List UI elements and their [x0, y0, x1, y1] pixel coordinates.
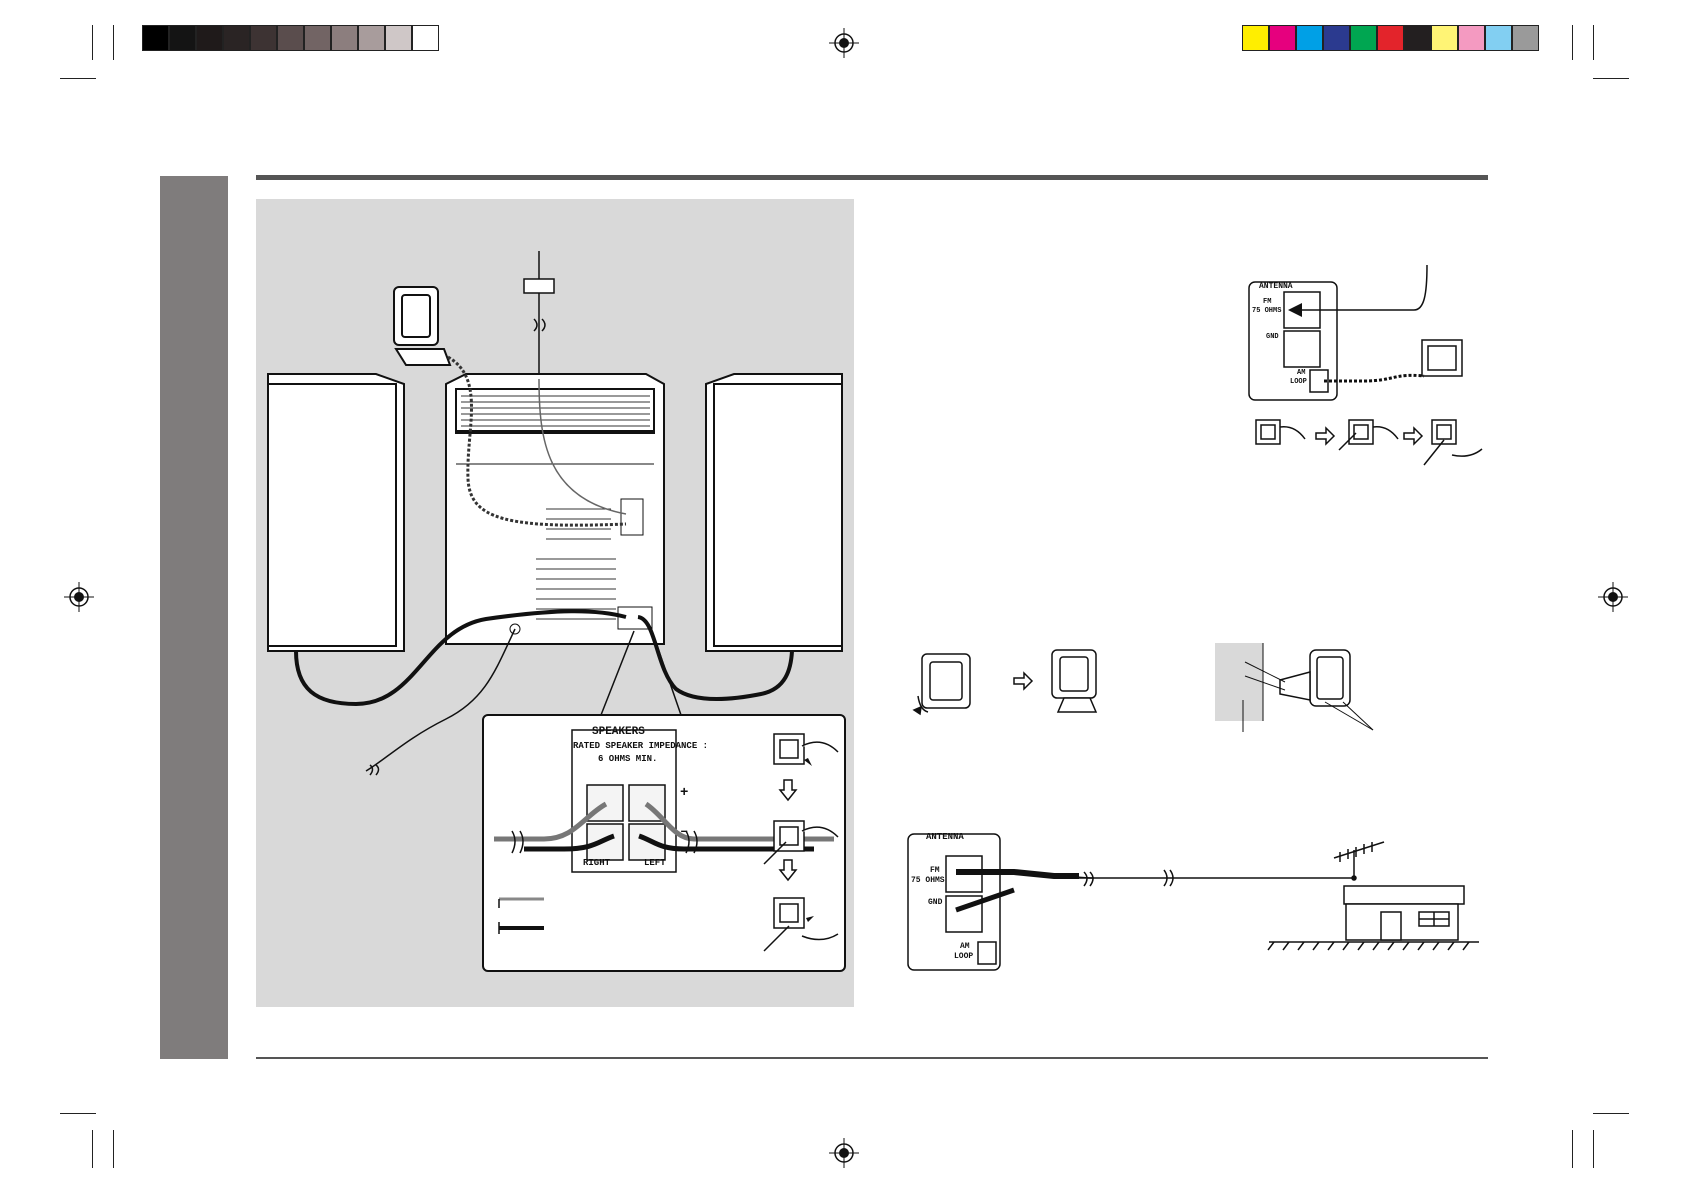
minus-sign: –	[680, 824, 689, 840]
grayBar-swatch	[277, 25, 304, 51]
speaker-terminal-clips-icon	[586, 784, 666, 861]
colorBar-swatch	[1350, 25, 1377, 51]
assembly-arrow-icon	[1013, 671, 1034, 691]
terminal-step-icons	[763, 733, 839, 952]
registration-mark-right	[1598, 582, 1628, 612]
house-icon	[1343, 885, 1465, 941]
bottom-rule	[256, 1057, 1488, 1059]
antenna-connection-diagram: ANTENNA FM 75 OHMS GND AM LOOP	[1244, 255, 1484, 470]
grayBar-swatch	[304, 25, 331, 51]
colorBar-swatch	[1269, 25, 1296, 51]
gnd-terminal-icon	[1283, 330, 1321, 368]
colorBar-swatch	[1404, 25, 1431, 51]
wire-legend-icon	[498, 897, 544, 934]
tv-aerial-icon	[1333, 841, 1385, 881]
speakers-detail-illustration	[494, 729, 839, 952]
grayBar-swatch	[385, 25, 412, 51]
am-loop-antenna-icon	[393, 286, 452, 366]
antenna-title-top: ANTENNA	[1259, 282, 1293, 291]
outdoor-antenna-illustration	[907, 833, 1479, 971]
right-terminal-label: RIGHT	[583, 858, 611, 868]
am-loop-wall-mount-illustration	[1215, 643, 1374, 732]
plus-sign: +	[680, 785, 689, 801]
am-antenna-cable-icon	[447, 355, 627, 527]
am-loop-folded-icon	[912, 653, 971, 716]
antenna-connection-illustration	[1248, 264, 1483, 466]
ac-power-cord-icon	[365, 628, 516, 772]
fm-label-top-line2: 75 OHMS	[1252, 307, 1282, 315]
rear-terminal-block-icon	[620, 498, 644, 536]
fm-label-bottom-line2: 75 OHMS	[911, 876, 945, 885]
ground-line-icon	[1267, 941, 1479, 951]
am-label-bottom-line2: LOOP	[954, 952, 974, 961]
antenna-title-bottom: ANTENNA	[926, 832, 964, 842]
am-loop-assembly-illustration	[912, 649, 1098, 716]
right-speaker-icon	[705, 373, 843, 652]
registration-mark-top	[829, 28, 859, 58]
wall-icon	[1215, 643, 1263, 721]
left-speaker-cable-icon	[294, 609, 627, 707]
system-rear-illustration	[267, 251, 843, 776]
am-terminal-step-icons	[1255, 419, 1483, 466]
left-speaker-icon	[267, 373, 405, 652]
main-connection-diagram: SPEAKERS RATED SPEAKER IMPEDANCE : 6 OHM…	[256, 199, 854, 1007]
registration-mark-left	[64, 582, 94, 612]
colorBar-swatch	[1485, 25, 1512, 51]
colorBar-swatch	[1431, 25, 1458, 51]
left-terminal-label: LEFT	[644, 858, 666, 868]
am-loop-standing-icon	[1051, 649, 1098, 713]
speakers-title: SPEAKERS	[592, 726, 645, 738]
gnd-label-bottom: GND	[928, 898, 943, 907]
colorBar-swatch	[1512, 25, 1539, 51]
grayBar-swatch	[412, 25, 439, 51]
top-rule	[256, 175, 1488, 180]
speakers-detail-box: SPEAKERS RATED SPEAKER IMPEDANCE : 6 OHM…	[482, 714, 846, 972]
fm-wire-antenna-icon	[523, 251, 555, 379]
fm-label-top-line1: FM	[1263, 298, 1272, 306]
am-label-top-line2: LOOP	[1290, 378, 1307, 386]
grayBar-swatch	[358, 25, 385, 51]
am-loop-icon	[1421, 339, 1463, 377]
grayBar-swatch	[196, 25, 223, 51]
am-terminal-bottom-icon	[977, 941, 997, 965]
am-label-bottom-line1: AM	[960, 942, 970, 951]
colorBar-swatch	[1323, 25, 1350, 51]
colorBar-swatch	[1296, 25, 1323, 51]
side-tab	[160, 176, 228, 1059]
fm-lead-icon	[1294, 264, 1428, 311]
gnd-label-top: GND	[1266, 333, 1279, 341]
registration-mark-bottom	[829, 1138, 859, 1168]
grayBar-swatch	[223, 25, 250, 51]
vent-grille-icon	[461, 395, 650, 620]
colorBar-swatch	[1377, 25, 1404, 51]
colorBar-swatch	[1458, 25, 1485, 51]
fm-label-bottom-line1: FM	[930, 866, 940, 875]
impedance-label-line1: RATED SPEAKER IMPEDANCE :	[573, 741, 709, 751]
am-loop-on-wall-icon	[1279, 649, 1351, 707]
impedance-label-line2: 6 OHMS MIN.	[598, 754, 658, 764]
rear-speaker-terminals-icon	[617, 606, 653, 630]
fm-antenna-wire-icon	[538, 378, 627, 515]
grayBar-swatch	[250, 25, 277, 51]
grayBar-swatch	[142, 25, 169, 51]
grayBar-swatch	[331, 25, 358, 51]
speaker-wires-icon	[494, 801, 834, 852]
outdoor-antenna-diagram: ANTENNA FM 75 OHMS GND AM LOOP	[904, 830, 1484, 980]
colorBar-swatch	[1242, 25, 1269, 51]
grayBar-swatch	[169, 25, 196, 51]
am-loop-terminal-icon	[1309, 369, 1329, 393]
am-label-top-line1: AM	[1297, 369, 1306, 377]
right-speaker-cable-icon	[637, 615, 794, 701]
